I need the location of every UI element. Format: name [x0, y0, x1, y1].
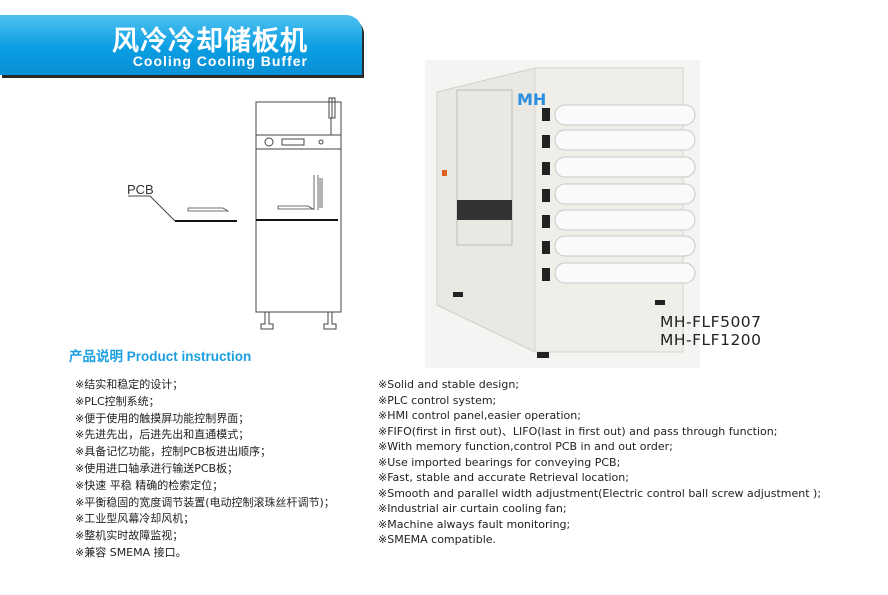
- feature-cn: ※兼容 SMEMA 接口。: [75, 545, 187, 559]
- feature-cn: ※便于使用的触摸屏功能控制界面；: [75, 411, 250, 425]
- feature-cn: ※结实和稳定的设计；: [75, 378, 184, 391]
- feature-en: ※FIFO(first in first out)、LIFO(last in f…: [378, 424, 778, 438]
- cooling-fans: [542, 104, 696, 284]
- feature-cn: ※PLC控制系统；: [75, 394, 160, 408]
- feature-en: ※Fast, stable and accurate Retrieval loc…: [378, 471, 629, 484]
- model-number-1: MH-FLF5007: [660, 313, 762, 331]
- feature-cn: ※具备记忆功能，控制PCB板进出顺序；: [75, 445, 272, 459]
- title-en: Cooling Cooling Buffer: [132, 53, 308, 69]
- pcb-label: PCB: [127, 182, 154, 197]
- title-cn: 风冷冷却储板机: [112, 26, 308, 57]
- feature-cn: ※快速 平稳 精确的检索定位；: [75, 478, 224, 492]
- feature-en: ※Industrial air curtain cooling fan;: [378, 502, 567, 515]
- feature-en: ※Smooth and parallel width adjustment(El…: [378, 486, 822, 500]
- feature-en: ※PLC control system;: [378, 393, 497, 407]
- title-banner: 风冷冷却储板机 Cooling Cooling Buffer: [0, 15, 362, 75]
- feature-cn: ※先进先出，后进先出和直通模式；: [75, 428, 250, 442]
- feature-en: ※Solid and stable design;: [378, 378, 519, 391]
- section-title: 产品说明 Product instruction: [69, 349, 252, 364]
- feature-en: ※Machine always fault monitoring;: [378, 517, 571, 531]
- model-number-2: MH-FLF1200: [660, 331, 762, 349]
- brand-logo: MH: [517, 90, 547, 109]
- feature-cn: ※使用进口轴承进行输送PCB板；: [75, 461, 239, 475]
- features-cn-list: ※结实和稳定的设计； ※PLC控制系统； ※便于使用的触摸屏功能控制界面； ※先…: [75, 377, 335, 562]
- feature-en: ※SMEMA compatible.: [378, 533, 497, 546]
- feature-en: ※HMI control panel,easier operation;: [378, 409, 581, 422]
- product-photo: MH: [425, 60, 700, 368]
- feature-en: ※With memory function,control PCB in and…: [378, 440, 673, 453]
- machine-schematic-drawing: PCB: [127, 97, 342, 330]
- feature-cn: ※平衡稳固的宽度调节装置(电动控制滚珠丝杆调节)；: [75, 495, 335, 509]
- feature-en: ※Use imported bearings for conveying PCB…: [378, 455, 621, 469]
- features-en-list: ※Solid and stable design; ※PLC control s…: [378, 377, 821, 548]
- feature-cn: ※工业型风幕冷却风机；: [75, 512, 195, 526]
- feature-cn: ※整机实时故障监视；: [75, 529, 184, 543]
